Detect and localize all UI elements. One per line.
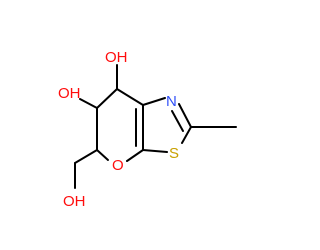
atom-labels: OH OH N O S OH	[58, 49, 179, 210]
bond-c5-ch2	[74, 149, 98, 164]
bond-c7a-n3	[142, 97, 166, 106]
bond-o4-c5	[96, 149, 109, 161]
bond-c6-oh	[79, 98, 98, 109]
bonds	[74, 64, 237, 189]
molecule-canvas: OH OH N O S OH	[58, 49, 237, 210]
structure-diagram: OH OH N O S OH	[58, 49, 237, 210]
atom-label-o4: O	[112, 157, 124, 174]
bond-s1-c3a	[142, 149, 168, 153]
bond-c7-c7a	[116, 88, 144, 106]
bond-n3-c2-outer	[178, 103, 192, 128]
bond-c6-c7	[96, 88, 118, 109]
bond-n3-c2-inner	[171, 110, 184, 132]
atom-label-oh-ch2: OH	[63, 193, 86, 210]
bond-c3a-o4	[126, 149, 144, 162]
bond-c2-s1	[181, 126, 192, 144]
atom-label-s1: S	[169, 145, 179, 162]
atom-label-n3: N	[166, 93, 177, 110]
atom-label-oh-c7: OH	[105, 49, 128, 66]
atom-label-oh-c6: OH	[58, 85, 81, 102]
